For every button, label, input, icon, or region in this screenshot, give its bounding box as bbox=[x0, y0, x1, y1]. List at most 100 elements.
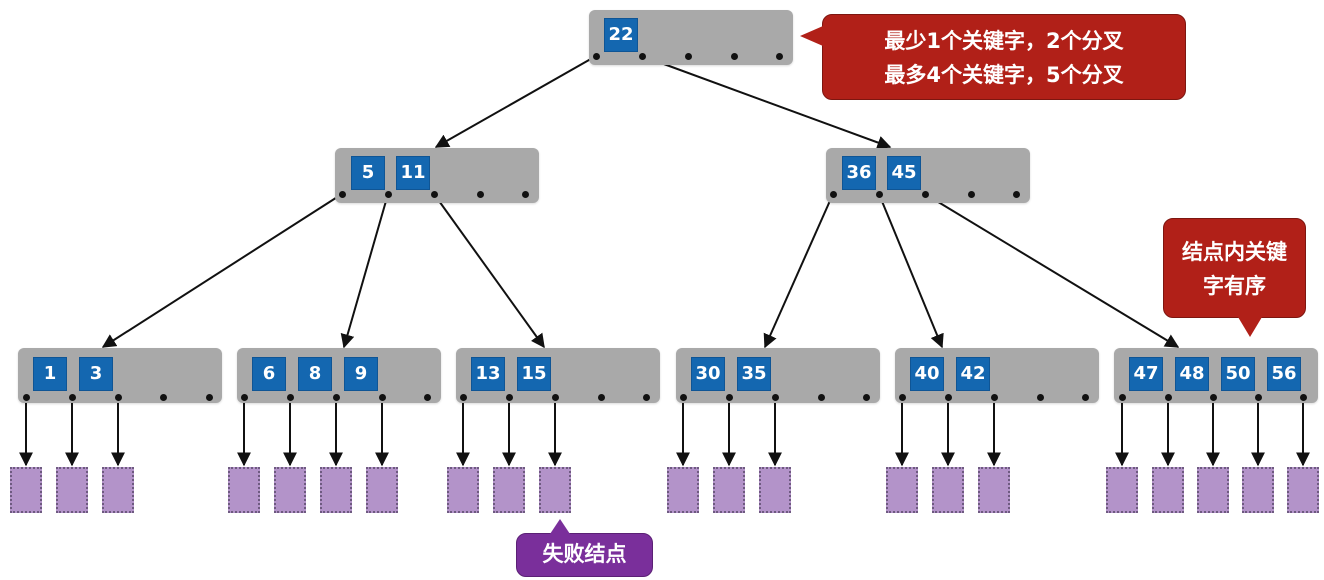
key-cell: 56 bbox=[1267, 357, 1301, 391]
pointer-dot bbox=[829, 190, 837, 198]
edge-to-leaf-2 bbox=[340, 193, 389, 349]
root-to-left-edge bbox=[434, 55, 597, 148]
key-cell: 48 bbox=[1175, 357, 1209, 391]
root-callout-pointer bbox=[800, 26, 823, 46]
pointer-dot bbox=[378, 393, 386, 401]
pointer-dot bbox=[638, 52, 646, 60]
pointer-dot bbox=[1209, 393, 1217, 401]
pointer-dot bbox=[875, 190, 883, 198]
pointer-dot bbox=[459, 393, 467, 401]
pointer-dot bbox=[642, 393, 650, 401]
ordered-line1: 结点内关键 bbox=[1182, 240, 1287, 264]
pointer-dot bbox=[521, 190, 529, 198]
pointer-dot bbox=[114, 393, 122, 401]
leaf-node: 40 42 bbox=[895, 348, 1099, 403]
pointer-dot bbox=[430, 190, 438, 198]
pointer-dot bbox=[1299, 393, 1307, 401]
pointer-dot bbox=[22, 393, 30, 401]
pointer-dot bbox=[921, 190, 929, 198]
ordered-line2: 字有序 bbox=[1203, 274, 1266, 298]
failure-node bbox=[1242, 467, 1274, 513]
pointer-dot bbox=[990, 393, 998, 401]
root-node: 22 bbox=[589, 10, 793, 65]
failure-node-callout: 失败结点 bbox=[516, 533, 653, 577]
leaf-node: 47 48 50 56 bbox=[1114, 348, 1318, 403]
pointer-dot bbox=[771, 393, 779, 401]
key-cell: 22 bbox=[604, 18, 638, 52]
root-to-right-edge bbox=[641, 55, 892, 150]
key-cell: 13 bbox=[471, 357, 505, 391]
pointer-dot bbox=[205, 393, 213, 401]
pointer-dot bbox=[944, 393, 952, 401]
failure-node bbox=[1197, 467, 1229, 513]
pointer-dot bbox=[286, 393, 294, 401]
root-note-line2: 最多4个关键字，5个分叉 bbox=[884, 63, 1124, 87]
key-cell: 45 bbox=[887, 156, 921, 190]
pointer-dot bbox=[592, 52, 600, 60]
pointer-dot bbox=[240, 393, 248, 401]
pointer-dot bbox=[775, 52, 783, 60]
failure-node bbox=[539, 467, 571, 513]
key-cell: 47 bbox=[1129, 357, 1163, 391]
pointer-dot bbox=[384, 190, 392, 198]
internal-node: 5 11 bbox=[335, 148, 539, 203]
failure-node bbox=[56, 467, 88, 513]
pointer-dot bbox=[476, 190, 484, 198]
failure-node bbox=[10, 467, 42, 513]
failure-node bbox=[447, 467, 479, 513]
key-cell: 5 bbox=[351, 156, 385, 190]
failure-node bbox=[228, 467, 260, 513]
pointer-dot bbox=[338, 190, 346, 198]
pointer-dot bbox=[1254, 393, 1262, 401]
edge-to-leaf-6 bbox=[924, 193, 1180, 348]
pointer-dot bbox=[551, 393, 559, 401]
key-cell: 40 bbox=[910, 357, 944, 391]
pointer-dot bbox=[1081, 393, 1089, 401]
failure-node bbox=[274, 467, 306, 513]
pointer-dot bbox=[730, 52, 738, 60]
pointer-dot bbox=[1036, 393, 1044, 401]
key-cell: 1 bbox=[33, 357, 67, 391]
failure-node bbox=[102, 467, 134, 513]
pointer-dot bbox=[725, 393, 733, 401]
failure-node bbox=[366, 467, 398, 513]
pointer-dot bbox=[332, 393, 340, 401]
root-capacity-callout: 最少1个关键字，2个分叉 最多4个关键字，5个分叉 bbox=[822, 14, 1186, 100]
pointer-dot bbox=[862, 393, 870, 401]
pointer-dot bbox=[1012, 190, 1020, 198]
key-cell: 30 bbox=[691, 357, 725, 391]
failure-node bbox=[978, 467, 1010, 513]
edge-to-leaf-4 bbox=[763, 193, 834, 349]
failure-node bbox=[1287, 467, 1319, 513]
failure-node bbox=[713, 467, 745, 513]
failure-node bbox=[667, 467, 699, 513]
pointer-dot bbox=[684, 52, 692, 60]
failure-node bbox=[932, 467, 964, 513]
pointer-dot bbox=[159, 393, 167, 401]
failure-node bbox=[759, 467, 791, 513]
key-cell: 3 bbox=[79, 357, 113, 391]
edge-to-leaf-1 bbox=[101, 193, 343, 348]
root-note-line1: 最少1个关键字，2个分叉 bbox=[884, 29, 1124, 53]
failure-node bbox=[1152, 467, 1184, 513]
failure-callout-pointer bbox=[550, 519, 570, 534]
pointer-dot bbox=[1164, 393, 1172, 401]
key-cell: 42 bbox=[956, 357, 990, 391]
pointer-dot bbox=[1118, 393, 1126, 401]
edge-to-leaf-5 bbox=[878, 193, 944, 349]
key-cell: 11 bbox=[396, 156, 430, 190]
failure-node bbox=[886, 467, 918, 513]
pointer-dot bbox=[597, 393, 605, 401]
key-cell: 8 bbox=[298, 357, 332, 391]
ordered-callout-pointer bbox=[1238, 317, 1262, 337]
pointer-dot bbox=[423, 393, 431, 401]
pointer-dot bbox=[679, 393, 687, 401]
key-cell: 50 bbox=[1221, 357, 1255, 391]
ordered-keys-callout: 结点内关键 字有序 bbox=[1163, 218, 1306, 318]
edge-to-leaf-3 bbox=[433, 193, 545, 349]
